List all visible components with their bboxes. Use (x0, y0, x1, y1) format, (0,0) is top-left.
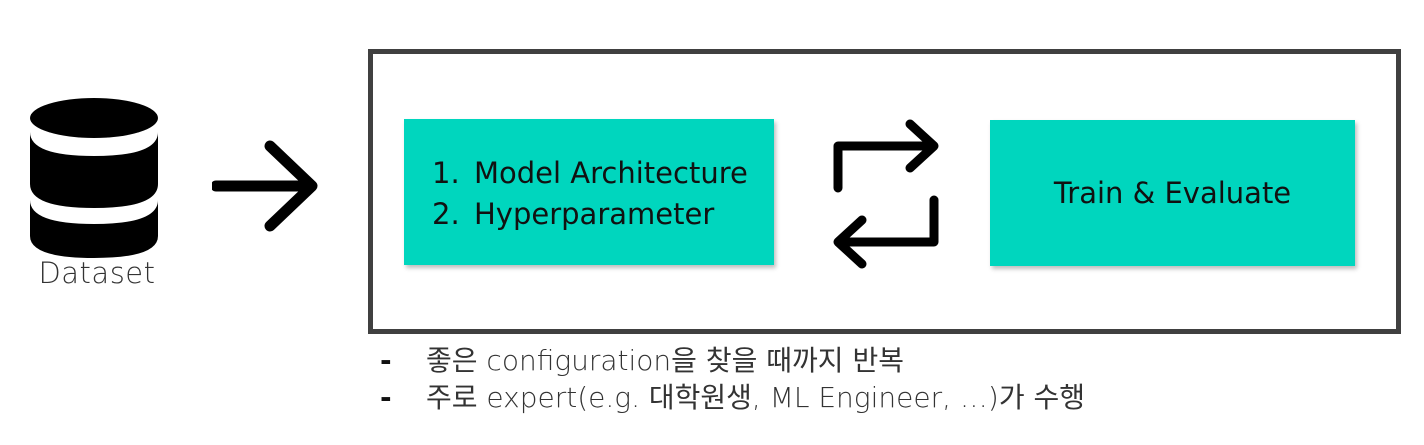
step-number: 1. (432, 156, 460, 190)
step-text: Model Architecture (474, 156, 748, 190)
database-icon (30, 98, 158, 258)
train-evaluate-label: Train & Evaluate (1053, 176, 1292, 210)
cycle-arrows-icon (833, 119, 939, 269)
notes-list: - 좋은 configuration을 찾을 때까지 반복 - 주로 expert(… (380, 342, 1085, 416)
configuration-box: 1. Model Architecture 2. Hyperparameter (404, 119, 774, 265)
configuration-item-hyperparameter: 2. Hyperparameter (432, 194, 748, 235)
note-item: - 좋은 configuration을 찾을 때까지 반복 (380, 342, 1085, 379)
note-marker: - (380, 344, 392, 377)
note-item: - 주로 expert(e.g. 대학원생, ML Engineer, …)가 수… (380, 379, 1085, 416)
note-text: 주로 expert(e.g. 대학원생, ML Engineer, …)가 수행 (426, 381, 1086, 414)
step-number: 2. (432, 197, 460, 231)
dataset-label: Dataset (38, 256, 156, 290)
step-text: Hyperparameter (474, 197, 715, 231)
configuration-item-architecture: 1. Model Architecture (432, 153, 748, 194)
arrow-right-icon (212, 140, 318, 232)
note-marker: - (380, 381, 392, 414)
train-evaluate-box: Train & Evaluate (990, 120, 1355, 266)
note-text: 좋은 configuration을 찾을 때까지 반복 (426, 344, 904, 377)
configuration-list: 1. Model Architecture 2. Hyperparameter (432, 153, 748, 235)
